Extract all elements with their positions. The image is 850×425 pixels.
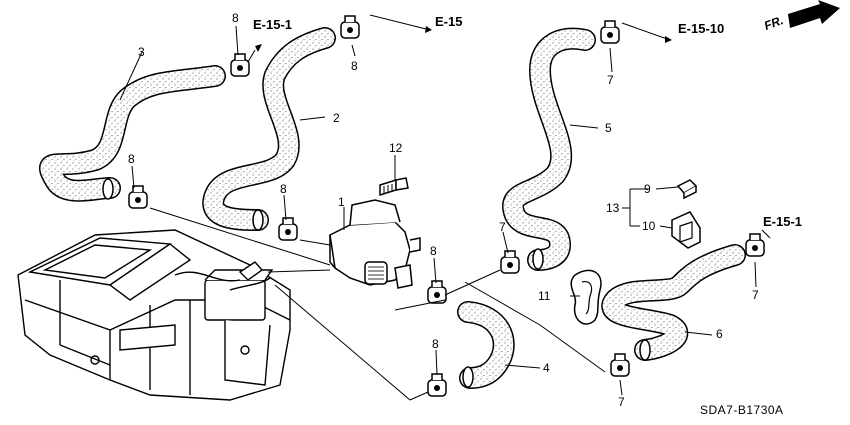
callout-7-right: 7	[752, 288, 759, 302]
callout-11: 11	[538, 289, 551, 303]
callout-6: 6	[716, 327, 723, 341]
callout-7-mid: 7	[499, 220, 506, 234]
hose-4	[457, 301, 515, 389]
leader-lines	[119, 14, 771, 401]
clamp-8-top	[230, 53, 250, 77]
ref-e15-10: E-15-10	[678, 21, 725, 36]
callout-4: 4	[543, 361, 550, 375]
hose-5	[502, 27, 596, 271]
clamp-8-center	[427, 280, 447, 304]
bolt-12	[379, 177, 409, 197]
clamp-7-top	[600, 20, 620, 44]
water-valve-1	[329, 199, 421, 289]
ref-arrows	[255, 26, 672, 52]
bracket-11	[570, 269, 602, 325]
front-direction-arrow	[788, 0, 840, 28]
clamp-8-left	[128, 185, 148, 209]
clip-9	[676, 179, 698, 200]
callout-10: 10	[642, 219, 656, 233]
clamp-7-right	[745, 233, 765, 257]
callout-8-top: 8	[232, 11, 239, 25]
clamp-7-bottom	[610, 353, 630, 377]
callout-1: 1	[338, 195, 345, 209]
clamp-7-mid	[500, 250, 520, 274]
ref-e15-1-right: E-15-1	[763, 214, 803, 229]
callout-8-center: 8	[430, 244, 437, 258]
callout-7-top: 7	[607, 73, 614, 87]
holder-10	[671, 211, 701, 249]
callout-8-left: 8	[128, 152, 135, 166]
clamp-8-mid	[278, 217, 298, 241]
callout-12: 12	[389, 141, 403, 155]
callout-3: 3	[138, 45, 145, 59]
callout-8-bottom: 8	[432, 337, 439, 351]
callout-2: 2	[333, 111, 340, 125]
heater-unit	[17, 229, 291, 401]
ref-e15: E-15	[435, 14, 463, 29]
callout-13: 13	[606, 201, 620, 215]
callout-8-mid: 8	[280, 182, 287, 196]
clamp-8-top2	[340, 15, 360, 39]
hose-2	[202, 27, 336, 231]
diagram-code: SDA7-B1730A	[700, 403, 784, 417]
ref-e15-1-top: E-15-1	[253, 17, 293, 32]
hose-3	[39, 65, 226, 202]
callout-5: 5	[605, 121, 612, 135]
callout-7-bottom: 7	[618, 395, 625, 409]
clamp-8-bottom	[427, 373, 447, 397]
hose-6	[601, 244, 746, 361]
callout-8-top2: 8	[351, 59, 358, 73]
callout-9: 9	[644, 182, 651, 196]
